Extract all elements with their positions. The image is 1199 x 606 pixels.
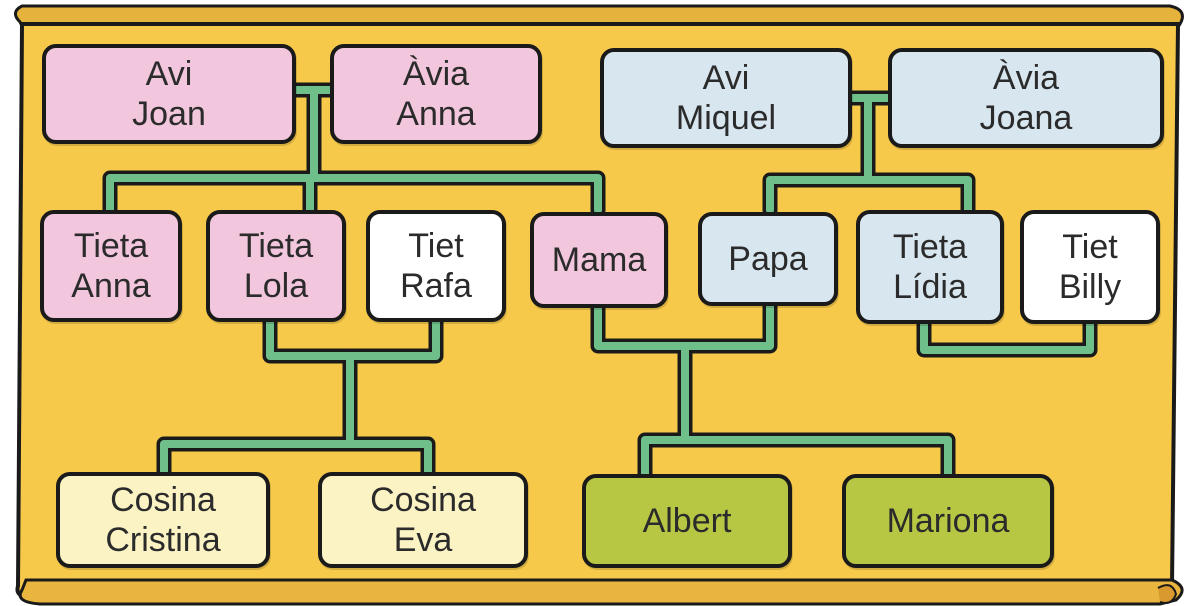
node-tiet-billy: Tiet Billy xyxy=(1020,210,1160,324)
node-avia-joana-line-2: Joana xyxy=(979,99,1073,137)
node-avia-anna-line-2: Anna xyxy=(396,95,476,133)
node-avia-joana: Àvia Joana xyxy=(888,48,1164,148)
node-cosina-cristina: Cosina Cristina xyxy=(56,472,270,568)
node-avi-joan-line-2: Joan xyxy=(132,95,206,133)
connector-fills xyxy=(106,86,1094,478)
node-cosina-cristina-line-2: Cristina xyxy=(105,521,221,559)
node-tiet-rafa-line-1: Tiet xyxy=(408,227,464,265)
scroll-bottom-curl-right xyxy=(1157,584,1178,604)
node-cosina-eva: Cosina Eva xyxy=(318,472,528,568)
node-tiet-billy-line-2: Billy xyxy=(1058,268,1122,306)
node-avi-miquel-line-2: Miquel xyxy=(675,99,777,137)
node-cosina-eva-line-1: Cosina xyxy=(370,481,476,519)
node-tieta-lola-line-2: Lola xyxy=(243,267,309,305)
node-tieta-anna-line-1: Tieta xyxy=(73,227,149,265)
node-avia-anna: Àvia Anna xyxy=(330,44,542,144)
node-tieta-lidia-line-1: Tieta xyxy=(892,228,968,266)
node-papa-line-1: Papa xyxy=(728,240,808,278)
node-cosina-cristina-line-1: Cosina xyxy=(110,481,216,519)
node-avi-joan: Avi Joan xyxy=(42,44,296,144)
node-mariona: Mariona xyxy=(842,474,1054,568)
node-tieta-anna-line-2: Anna xyxy=(71,267,151,305)
node-mama-line-1: Mama xyxy=(551,241,647,279)
node-tieta-lola: Tieta Lola xyxy=(206,210,346,322)
node-mama: Mama xyxy=(530,212,668,308)
node-tiet-rafa-line-2: Rafa xyxy=(400,267,472,305)
node-albert: Albert xyxy=(582,474,792,568)
node-avia-anna-line-1: Àvia xyxy=(402,55,470,93)
node-avi-miquel: Avi Miquel xyxy=(600,48,852,148)
node-papa: Papa xyxy=(698,212,838,306)
node-tieta-anna: Tieta Anna xyxy=(40,210,182,322)
node-tieta-lidia-line-2: Lídia xyxy=(893,268,967,306)
node-mariona-line-1: Mariona xyxy=(886,502,1010,540)
node-tiet-billy-line-1: Tiet xyxy=(1062,228,1118,266)
node-avi-joan-line-1: Avi xyxy=(145,55,193,93)
node-tieta-lola-line-1: Tieta xyxy=(238,227,314,265)
node-tiet-rafa: Tiet Rafa xyxy=(366,210,506,322)
node-cosina-eva-line-2: Eva xyxy=(393,521,453,559)
scroll-bottom-roll xyxy=(18,578,1184,606)
node-avia-joana-line-1: Àvia xyxy=(992,59,1060,97)
node-avi-miquel-line-1: Avi xyxy=(702,59,750,97)
node-tieta-lidia: Tieta Lídia xyxy=(856,210,1004,324)
node-albert-line-1: Albert xyxy=(642,502,732,540)
